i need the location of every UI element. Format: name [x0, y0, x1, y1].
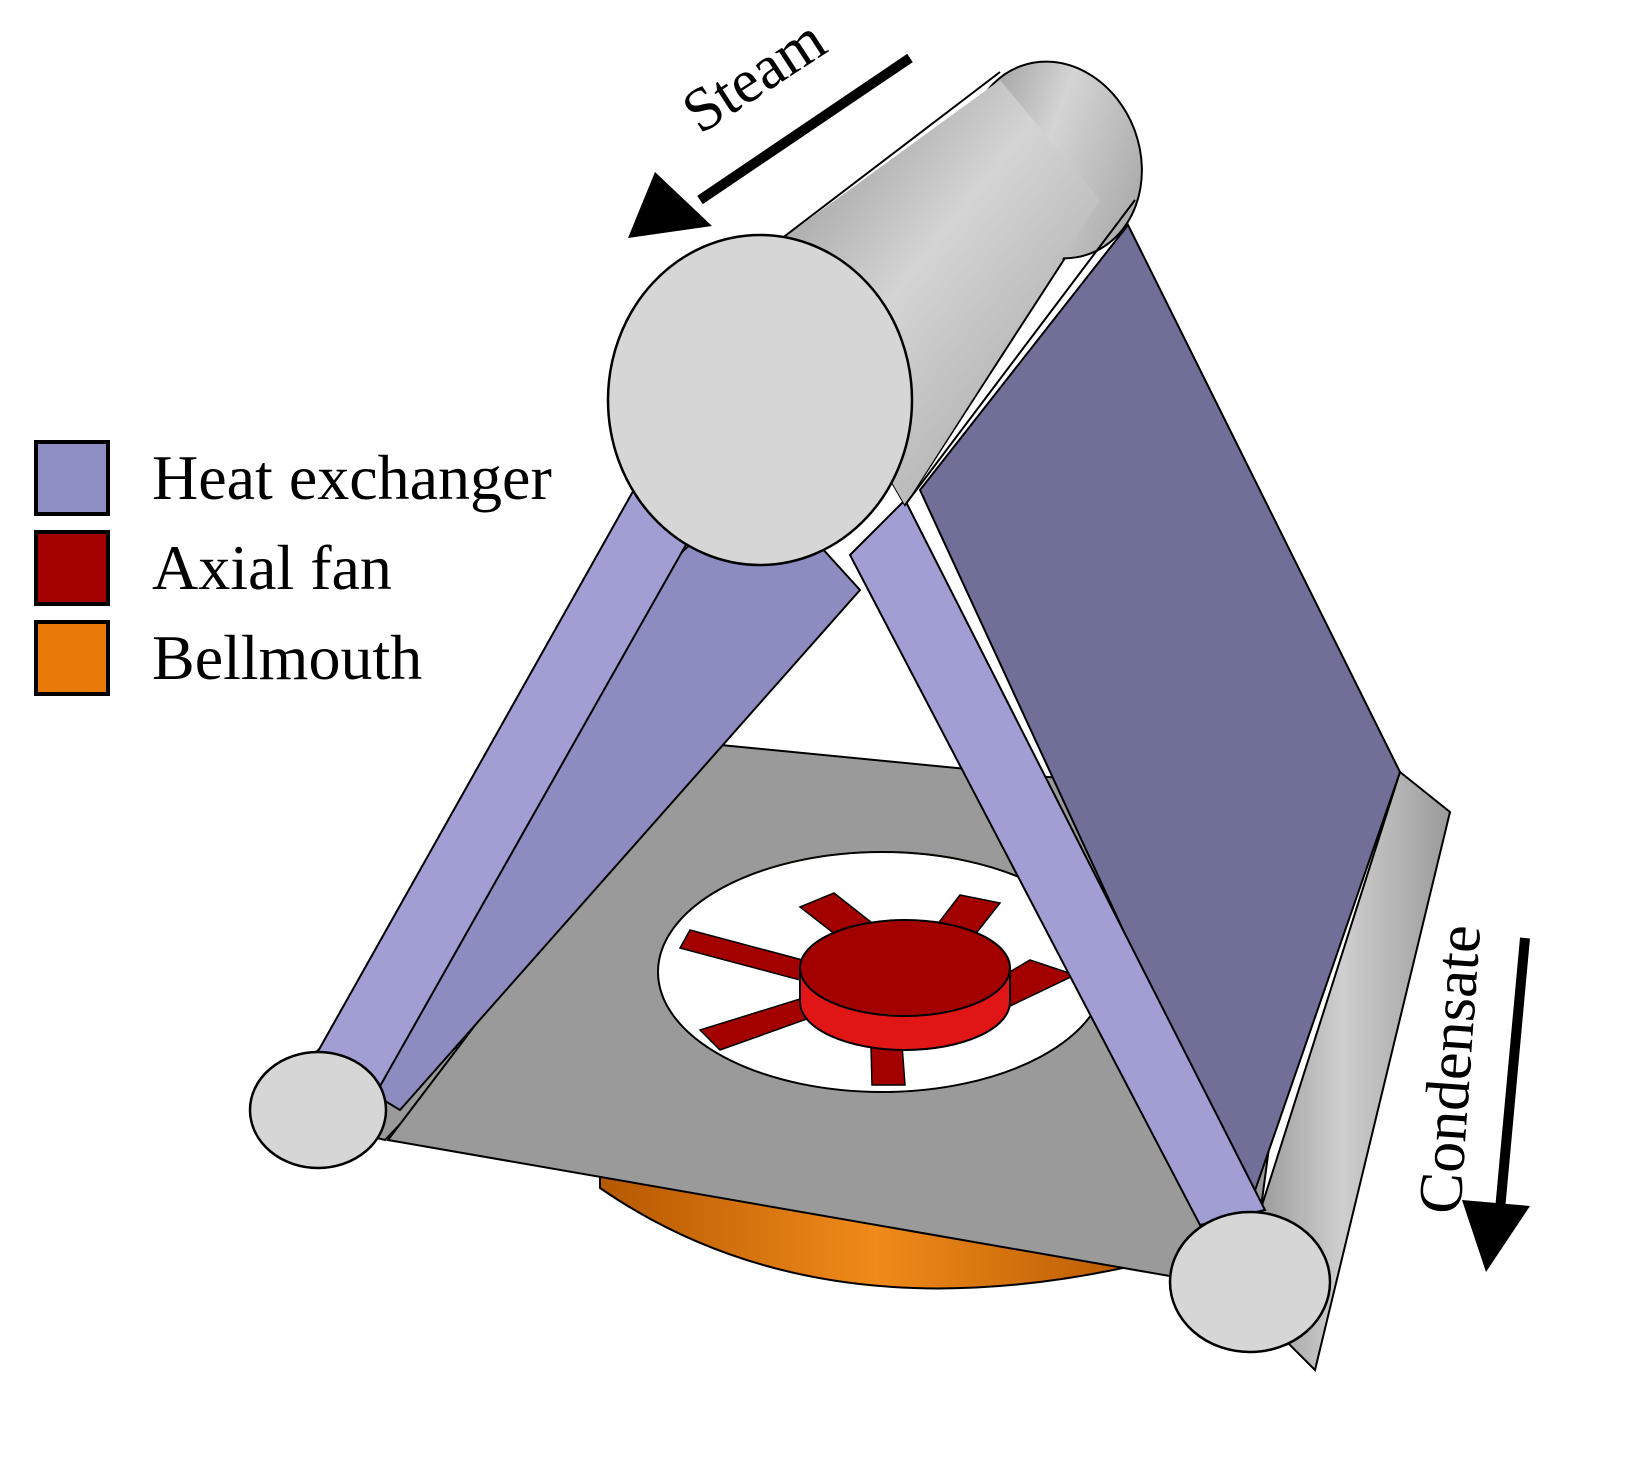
condensate-label: Condensate [1406, 923, 1494, 1216]
steam-header-pipe [606, 60, 1143, 567]
legend-item-axial-fan: Axial fan [34, 530, 594, 614]
heat-exchanger-right-edge [848, 498, 1267, 1227]
right-header-end-cap [1168, 1210, 1332, 1354]
legend-item-bellmouth: Bellmouth [34, 620, 594, 704]
legend-swatch-heat-exchanger [34, 440, 110, 516]
legend-label-axial-fan: Axial fan [152, 532, 392, 603]
condensate-flow-arrow [1462, 937, 1530, 1272]
left-header-end-cap [248, 1050, 388, 1170]
legend-swatch-bellmouth [34, 620, 110, 696]
legend-label-heat-exchanger: Heat exchanger [152, 442, 552, 513]
steam-header-end-cap [606, 233, 914, 567]
legend-item-heat-exchanger: Heat exchanger [34, 440, 594, 524]
axial-fan-hub [799, 919, 1011, 1051]
legend-label-bellmouth: Bellmouth [152, 622, 423, 693]
steam-flow-arrow [628, 53, 913, 238]
legend-swatch-axial-fan [34, 530, 110, 606]
